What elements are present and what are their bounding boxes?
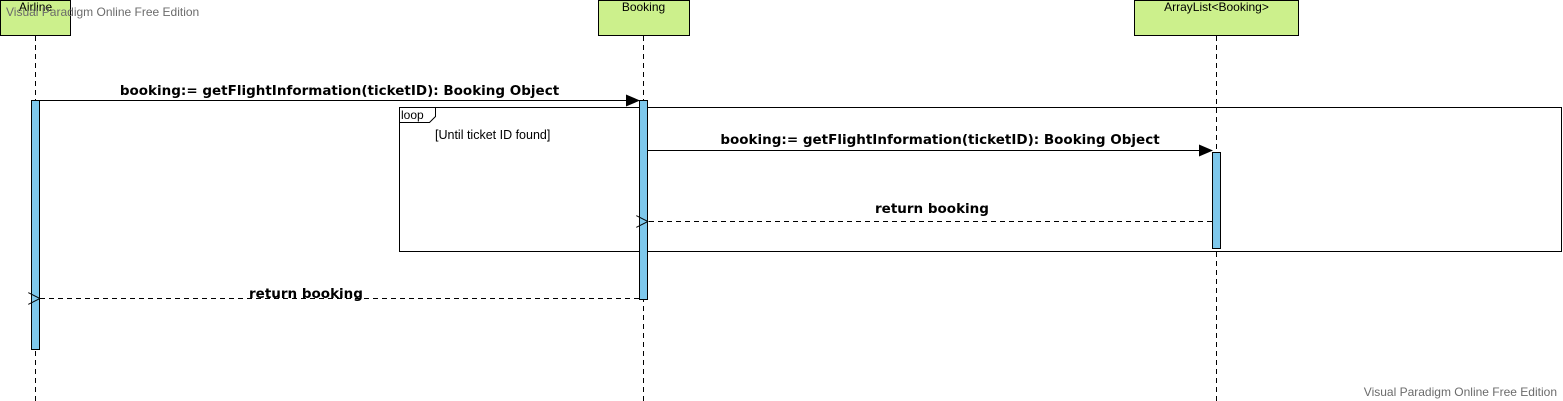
- message-booking-to-arraylist[interactable]: booking:= getFlightInformation(ticketID)…: [648, 132, 1213, 157]
- loop-operator-tab: [399, 107, 436, 123]
- watermark-bottom: Visual Paradigm Online Free Edition: [1364, 385, 1557, 399]
- lifeline-label-booking: Booking: [622, 0, 665, 14]
- lifeline-label-arraylist: ArrayList<Booking>: [1164, 0, 1269, 14]
- lifeline-head-arraylist[interactable]: [1134, 0, 1299, 36]
- watermark-top: Visual Paradigm Online Free Edition: [6, 5, 199, 19]
- message-airline-to-booking[interactable]: booking:= getFlightInformation(ticketID)…: [40, 83, 640, 107]
- activation-arraylist[interactable]: [1212, 152, 1221, 249]
- loop-operator-label: loop: [401, 108, 424, 122]
- activation-airline[interactable]: [31, 100, 40, 350]
- lifeline-head-booking[interactable]: [598, 0, 690, 36]
- return-label: return booking: [249, 286, 363, 302]
- return-label: return booking: [875, 201, 989, 217]
- lifeline-arraylist[interactable]: ArrayList<Booking>: [1134, 0, 1299, 36]
- activation-booking[interactable]: [639, 100, 648, 300]
- loop-fragment-frame[interactable]: [399, 107, 1562, 252]
- message-label: booking:= getFlightInformation(ticketID)…: [720, 132, 1160, 148]
- loop-fragment[interactable]: loop [Until ticket ID found]: [399, 107, 1562, 252]
- return-arraylist-to-booking[interactable]: return booking: [648, 201, 1212, 222]
- lifeline-airline[interactable]: Airline: [0, 0, 71, 36]
- lifeline-head-airline[interactable]: [0, 0, 71, 36]
- message-label: booking:= getFlightInformation(ticketID)…: [120, 83, 560, 99]
- loop-guard: [Until ticket ID found]: [435, 128, 550, 142]
- lifeline-label-airline: Airline: [19, 0, 53, 14]
- return-booking-to-airline[interactable]: return booking: [40, 286, 639, 302]
- lifeline-booking[interactable]: Booking: [598, 0, 690, 36]
